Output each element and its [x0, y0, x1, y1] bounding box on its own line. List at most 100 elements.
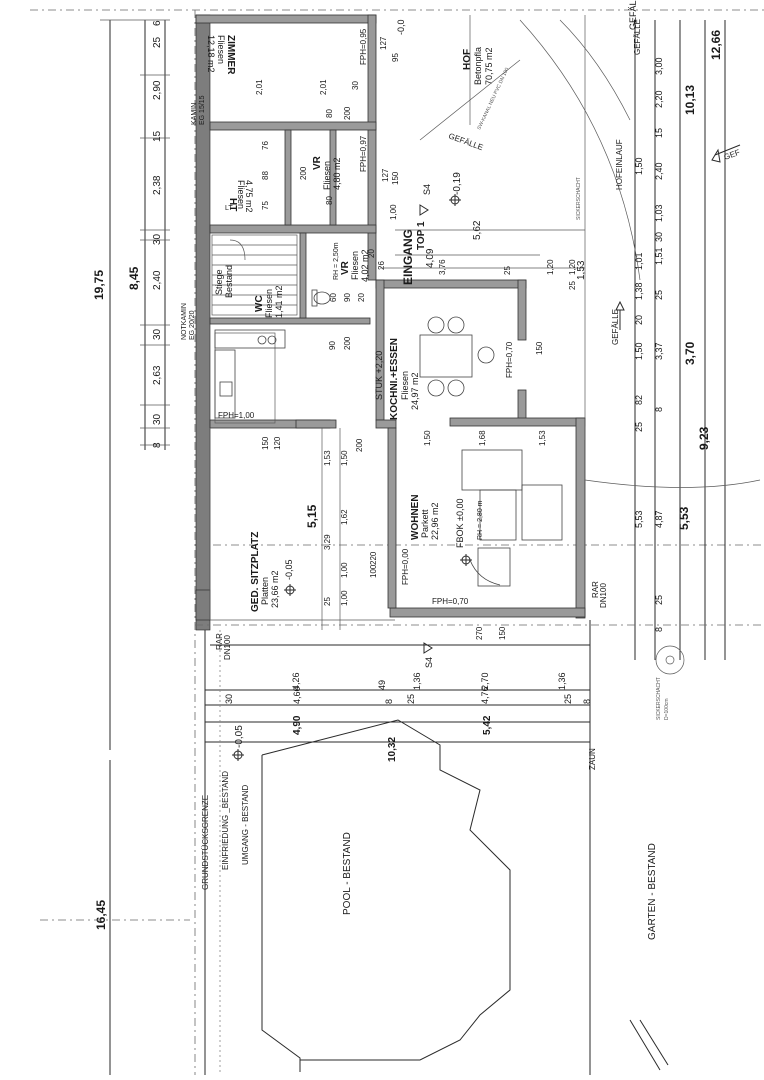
dim-w-100: 100: [369, 564, 378, 578]
living-furniture: [461, 449, 563, 587]
dim-right-outer-0: 12,66: [709, 30, 723, 60]
bottom-dims-row2: 30 4,60 8 25 4,76 25 8: [224, 686, 592, 704]
label-umgang: UMGANG - BESTAND: [241, 784, 250, 865]
dim-left-1: 25: [152, 36, 163, 48]
room-label-garten: GARTEN - BESTAND: [647, 843, 658, 940]
dim-s-150: 1,50: [340, 450, 349, 466]
room-label-vr1: VR Fliesen 4,80 m2: [312, 155, 342, 190]
dim-ht-76: 76: [261, 141, 270, 150]
room-floor: Betonpfla: [473, 47, 483, 85]
dim-right-mid-17: 4,87: [654, 510, 664, 528]
dim-w-168: 1,68: [478, 430, 487, 446]
label-s4-top: S4: [422, 184, 432, 195]
dim-row1-1: 49: [377, 680, 387, 690]
dim-right-mid-14: 82: [634, 395, 644, 405]
room-name: ZIMMER: [225, 35, 236, 75]
label-kamin-eg: EG 15/15: [199, 95, 206, 125]
dim-wc-20: 20: [357, 293, 366, 302]
room-name: WOHNEN: [410, 494, 421, 540]
hof-drainage-lines: [419, 19, 761, 675]
section-marker-top: [419, 204, 429, 216]
right-mid-dims: GEFÄLLI 3,00 2,20 15 2,40 1,03 30 1,51 1…: [628, 0, 691, 632]
right-outer-dims: 12,66 10,13 3,70 9,23: [683, 30, 723, 450]
room-area: 4,80 m2: [332, 157, 342, 190]
label-fph-000: FPH=0,00: [401, 548, 410, 585]
dim-z-80: 80: [325, 109, 334, 118]
dim-vr-80: 80: [325, 196, 334, 205]
elevation-markers: [232, 194, 472, 761]
label-s4-bottom: S4: [424, 657, 434, 668]
bottom-dims-row3: 4,90 5,42: [292, 715, 493, 735]
dim-wc-90: 90: [343, 293, 352, 302]
room-name: HOF: [462, 49, 473, 70]
label-fph-095: FPH=0,95: [359, 28, 368, 65]
room-name: WC: [254, 295, 265, 312]
dim-e-100: 1,00: [389, 204, 398, 220]
dim-row2-4: 4,76: [480, 686, 490, 704]
label-gefaelle-2: GEFÄLLE: [611, 309, 620, 345]
label-fph-100: FPH=1,00: [218, 411, 255, 420]
elev-pool: -0,05: [234, 725, 245, 748]
dim-hof-150: 1,50: [634, 157, 644, 175]
label-rar-right: RAR: [591, 581, 600, 598]
dim-b-270: 270: [475, 626, 484, 640]
gefaelle-arrows: [615, 144, 741, 1071]
room-area: 22,96 m2: [430, 502, 440, 540]
label-gefaelle-3: GEFÄLLE: [633, 19, 642, 55]
dim-z-201a: 2,01: [255, 79, 264, 95]
dim-z-127: 127: [379, 36, 388, 50]
dim-hof-153: 1,53: [576, 260, 587, 280]
room-area: 4,02 m2: [360, 249, 370, 282]
dim-z-95: 95: [391, 53, 400, 62]
room-label-zimmer: ZIMMER Fliesen 12,18 m2: [206, 35, 236, 75]
dim-s-100: 1,00: [340, 562, 349, 578]
dim-s-25: 25: [323, 597, 332, 606]
dim-z-200: 200: [343, 106, 352, 120]
dim-right-mid-11: 25: [654, 290, 664, 300]
dim-w-153: 1,53: [538, 430, 547, 446]
dim-right-outer-1: 10,13: [683, 85, 697, 115]
dim-e-20: 20: [367, 249, 376, 258]
room-note: Bestand: [224, 265, 234, 298]
left-dimension-lines: [100, 19, 170, 1075]
room-label-hof: HOF Betonpfla 70,75 m2: [462, 47, 494, 85]
kitchen-furniture: [214, 329, 286, 419]
pool-outline: [261, 719, 511, 1072]
label-fbok: FBOK ±0,00: [455, 499, 465, 548]
wc-fixtures: [311, 289, 331, 307]
dim-right-mid-13: 3,37: [654, 342, 664, 360]
bottom-dims-row1: 4,26 49 1,36 2,70 1,36: [291, 672, 567, 690]
dim-vr-127: 127: [381, 168, 390, 182]
dim-w-220: 220: [369, 551, 378, 565]
dim-row2-0: 30: [224, 694, 234, 704]
dim-right-mid-5: 1,03: [654, 204, 664, 222]
dim-w-150: 1,50: [423, 430, 432, 446]
dim-row2-6: 8: [582, 699, 592, 704]
dim-right-mid-7: 1,51: [654, 247, 664, 265]
room-area: 70,75 m2: [484, 47, 494, 85]
room-name: VR: [340, 260, 351, 275]
elev-hof: -0,19: [452, 172, 463, 195]
dim-row1-0: 4,26: [291, 672, 301, 690]
dim-right-mid-3: 15: [654, 128, 664, 138]
label-einfriedung: EINFRIEDUNG _BESTAND: [221, 771, 230, 870]
dim-row3-0: 4,90: [292, 715, 303, 735]
dim-845: 8,45: [127, 266, 141, 290]
left-dimension-chain: 6 25 2,90 15 2,38 30 2,40 30 2,63 30 8: [152, 20, 163, 448]
room-area: 24,97 m2: [410, 372, 420, 410]
room-floor: Fliesen: [264, 289, 274, 318]
dim-z-201b: 2,01: [319, 79, 328, 95]
dim-s-162: 1,62: [340, 509, 349, 525]
dim-right-mid-16: 25: [634, 422, 644, 432]
label-kamin: KAMIN: [191, 103, 198, 125]
dim-right-outer-3: 9,23: [697, 426, 711, 450]
staircase: [211, 234, 298, 316]
dim-right-mid-2: 2,20: [654, 90, 664, 108]
dim-row1-2: 1,36: [412, 672, 422, 690]
dim-b-150: 150: [498, 626, 507, 640]
label-dn-left: DN100: [223, 635, 232, 660]
dim-right-mid-0: GEFÄLLI: [628, 0, 638, 30]
right-dimension-lines: [634, 20, 726, 660]
dim-z-30: 30: [351, 81, 360, 90]
room-floor: Fliesen: [236, 180, 246, 209]
